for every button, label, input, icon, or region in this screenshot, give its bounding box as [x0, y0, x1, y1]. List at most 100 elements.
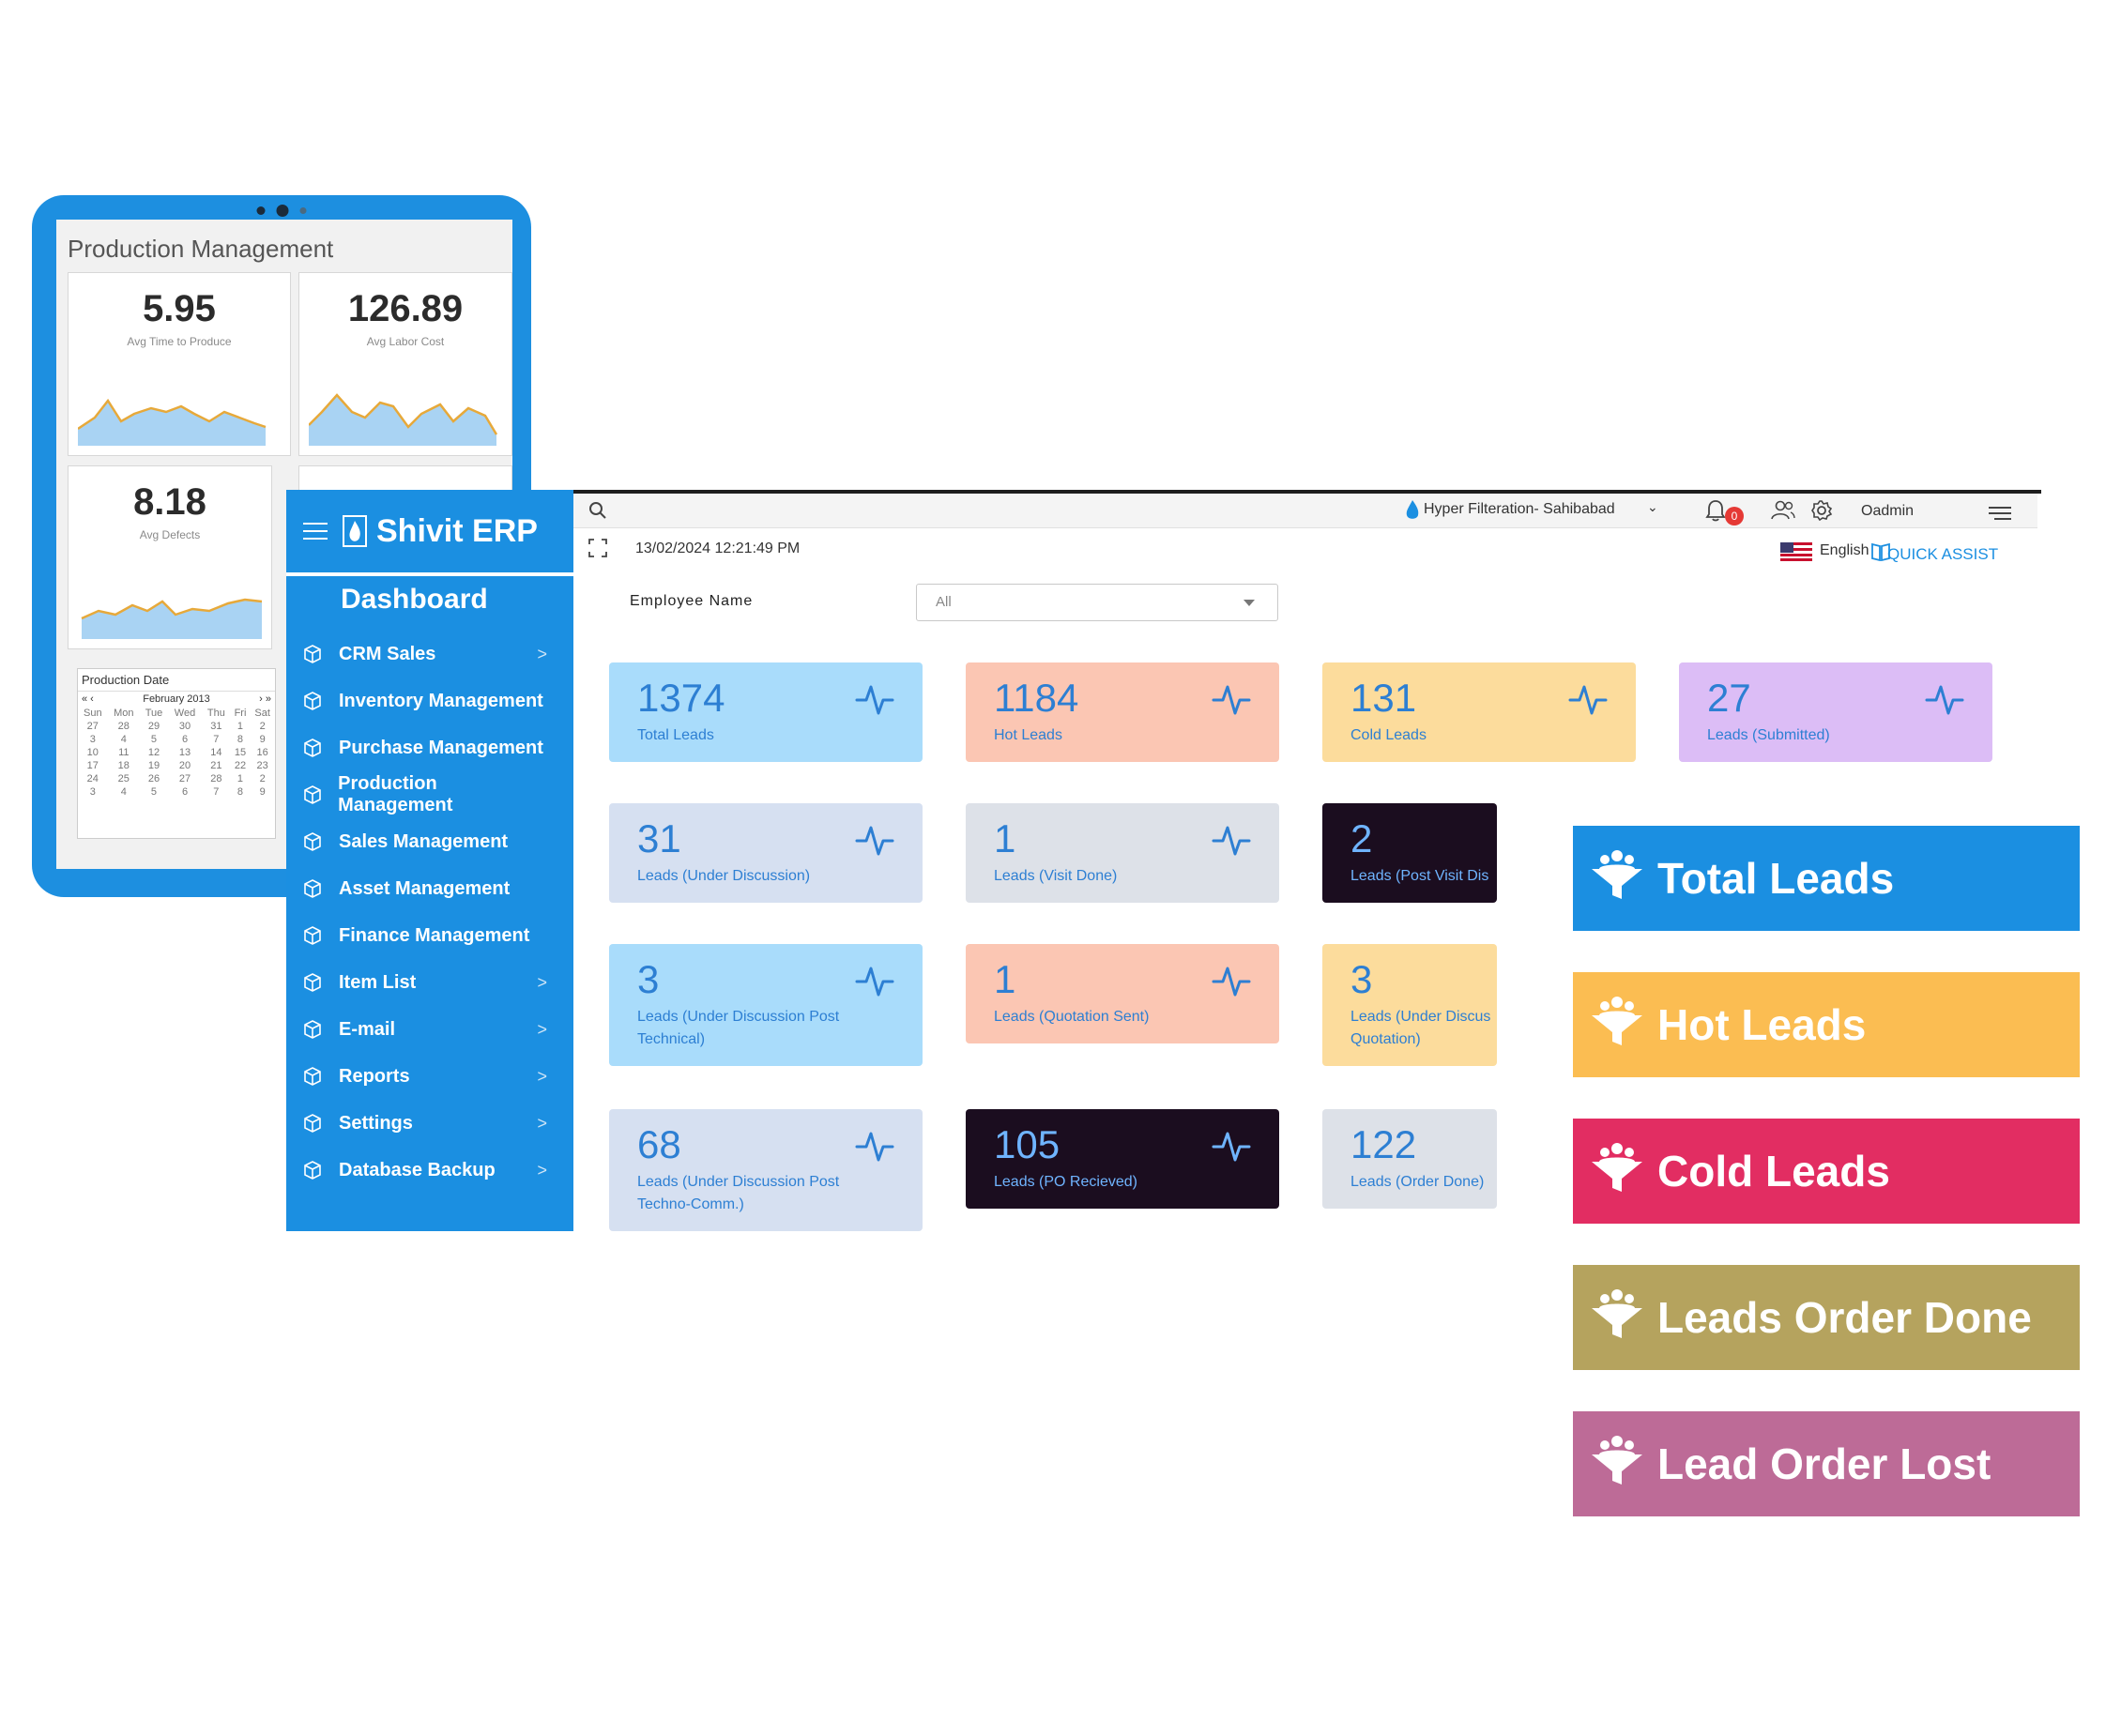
search-icon[interactable]	[588, 501, 607, 520]
calendar-next-icon[interactable]: › »	[259, 693, 271, 705]
calendar-day-header: Tue	[145, 708, 163, 719]
production-date-calendar[interactable]: Production Date « ‹ February 2013 › » Su…	[77, 668, 276, 839]
calendar-day[interactable]: 22	[234, 760, 247, 771]
calendar-day[interactable]: 8	[237, 734, 244, 745]
calendar-day[interactable]: 31	[210, 721, 222, 732]
calendar-day[interactable]: 26	[147, 773, 160, 784]
calendar-day[interactable]: 28	[210, 773, 222, 784]
list-menu-icon[interactable]	[1989, 507, 2011, 520]
calendar-day[interactable]: 7	[213, 786, 220, 798]
calendar-day[interactable]: 8	[237, 786, 244, 798]
sidebar-item-label: Production Management	[338, 773, 453, 815]
company-selector[interactable]: Hyper Filteration- Sahibabad	[1424, 501, 1615, 517]
calendar-day[interactable]: 30	[178, 721, 191, 732]
sidebar-item-finance-management[interactable]: Finance Management	[286, 912, 573, 959]
calendar-day[interactable]: 3	[89, 734, 96, 745]
sidebar-item-asset-management[interactable]: Asset Management	[286, 865, 573, 912]
leads-order-done-button[interactable]: Leads Order Done	[1573, 1265, 2080, 1370]
calendar-day[interactable]: 5	[150, 786, 158, 798]
users-icon[interactable]	[1771, 500, 1795, 521]
calendar-day[interactable]: 24	[86, 773, 99, 784]
hamburger-menu-icon[interactable]	[303, 523, 328, 540]
calendar-day[interactable]: 19	[147, 760, 160, 771]
calendar-day[interactable]: 7	[213, 734, 220, 745]
sidebar-item-purchase-management[interactable]: Purchase Management	[286, 724, 573, 771]
lead-order-lost-button[interactable]: Lead Order Lost	[1573, 1411, 2080, 1516]
calendar-day[interactable]: 14	[210, 747, 222, 758]
cold-leads-button[interactable]: Cold Leads	[1573, 1119, 2080, 1224]
quick-assist-button[interactable]: QUICK ASSIST	[1887, 545, 1999, 563]
calendar-day[interactable]: 20	[178, 760, 191, 771]
calendar-day[interactable]: 27	[86, 721, 99, 732]
calendar-day[interactable]: 25	[117, 773, 130, 784]
chevron-down-icon[interactable]: ⌄	[1647, 499, 1658, 514]
calendar-day[interactable]: 16	[256, 747, 268, 758]
calendar-day[interactable]: 18	[117, 760, 130, 771]
calendar-day[interactable]: 17	[86, 760, 99, 771]
language-selector[interactable]: English	[1820, 542, 1869, 558]
calendar-day[interactable]: 6	[181, 786, 189, 798]
calendar-day[interactable]: 13	[178, 747, 191, 758]
sidebar-item-database-backup[interactable]: Database Backup>	[286, 1147, 573, 1194]
brand-name: Shivit ERP	[376, 512, 538, 549]
calendar-day[interactable]: 15	[234, 747, 247, 758]
calendar-day[interactable]: 10	[86, 747, 99, 758]
calendar-day[interactable]: 23	[256, 760, 268, 771]
sidebar-item-inventory-management[interactable]: Inventory Management	[286, 678, 573, 724]
calendar-day[interactable]: 9	[259, 786, 266, 798]
fullscreen-icon[interactable]	[588, 539, 607, 557]
calendar-day[interactable]: 27	[178, 773, 191, 784]
kpi-card[interactable]: 5.95 Avg Time to Produce	[68, 272, 291, 456]
dashboard-link[interactable]: Dashboard	[341, 584, 488, 615]
calendar-day[interactable]: 4	[120, 734, 127, 745]
calendar-day[interactable]: 2	[259, 721, 266, 732]
total-leads-button[interactable]: Total Leads	[1573, 826, 2080, 931]
calendar-day[interactable]: 2	[259, 773, 266, 784]
sidebar-item-reports[interactable]: Reports>	[286, 1053, 573, 1100]
hot-leads-button[interactable]: Hot Leads	[1573, 972, 2080, 1077]
calendar-day[interactable]: 6	[181, 734, 189, 745]
kpi-card[interactable]: 126.89 Avg Labor Cost	[298, 272, 512, 456]
calendar-day[interactable]: 29	[147, 721, 160, 732]
stat-label: Leads (Order Done)	[1350, 1174, 1485, 1190]
activity-pulse-icon	[855, 685, 894, 715]
employee-name-select[interactable]: All	[916, 584, 1278, 621]
sidebar-item-settings[interactable]: Settings>	[286, 1100, 573, 1147]
calendar-day[interactable]: 12	[147, 747, 160, 758]
sidebar-item-crm-sales[interactable]: CRM Sales>	[286, 631, 573, 678]
calendar-day[interactable]: 3	[89, 786, 96, 798]
calendar-day[interactable]: 1	[237, 721, 244, 732]
sidebar-item-sales-management[interactable]: Sales Management	[286, 818, 573, 865]
kpi-card[interactable]: 8.18 Avg Defects	[68, 465, 272, 649]
sidebar-item-item-list[interactable]: Item List>	[286, 959, 573, 1006]
calendar-day[interactable]: 4	[120, 786, 127, 798]
gear-icon[interactable]	[1810, 499, 1833, 522]
calendar-nav: « ‹ February 2013 › »	[78, 692, 275, 707]
calendar-day[interactable]: 1	[237, 773, 244, 784]
calendar-day[interactable]: 9	[259, 734, 266, 745]
calendar-day-header: Thu	[206, 708, 225, 719]
calendar-day[interactable]: 5	[150, 734, 158, 745]
user-menu[interactable]: Oadmin	[1861, 503, 1915, 519]
sidebar-item-e-mail[interactable]: E-mail>	[286, 1006, 573, 1053]
calendar-day[interactable]: 11	[118, 747, 130, 758]
calendar-day[interactable]: 28	[117, 721, 130, 732]
calendar-day[interactable]: 21	[210, 760, 222, 771]
sidebar-item-production-management[interactable]: Production Management	[286, 771, 573, 818]
calendar-prev-icon[interactable]: « ‹	[82, 693, 94, 705]
bell-icon[interactable]	[1705, 499, 1726, 522]
calendar-day-header: Sat	[254, 708, 270, 719]
